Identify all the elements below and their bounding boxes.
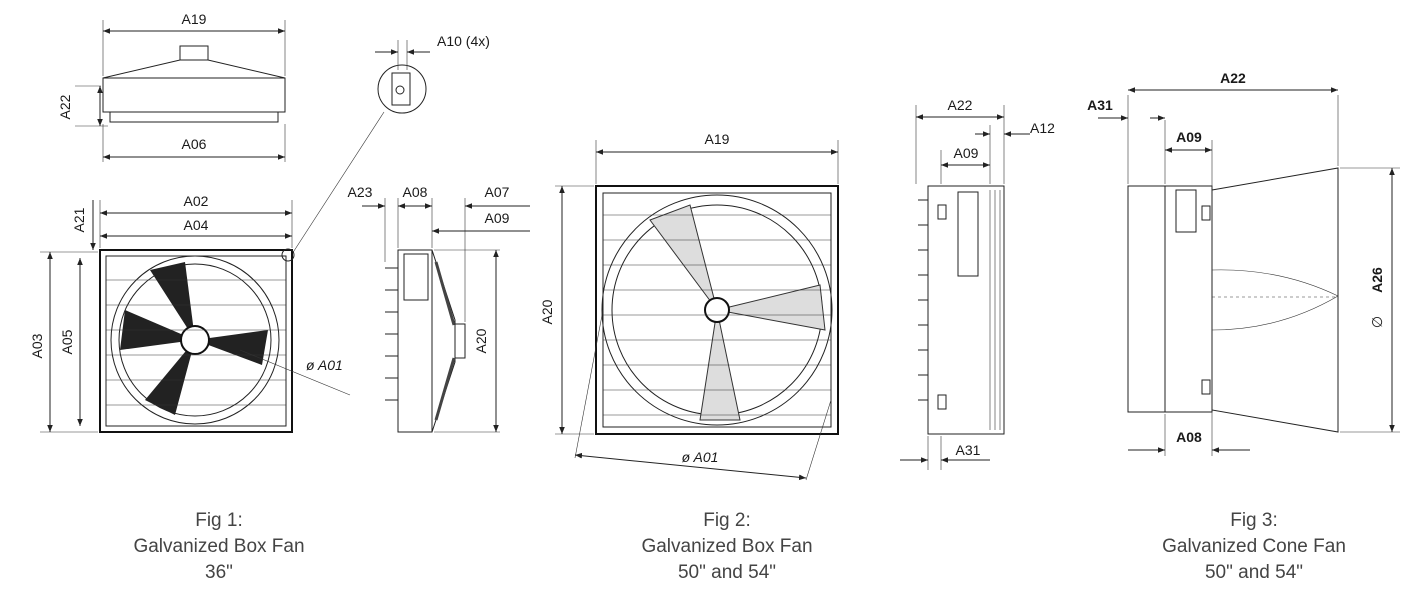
fig1-label-a09: A09 bbox=[485, 210, 510, 226]
fig1-label-outer-height: A03 bbox=[29, 333, 45, 358]
fig1-label-diameter: ø A01 bbox=[306, 357, 343, 373]
fig1-label-side-height: A20 bbox=[473, 328, 489, 353]
fig2-caption: Fig 2: Galvanized Box Fan 50" and 54" bbox=[597, 508, 857, 586]
fig2-caption-line-3: 50" and 54" bbox=[677, 562, 776, 583]
fig1-label-top-width: A19 bbox=[182, 11, 207, 27]
fig3-label-a09: A09 bbox=[1176, 129, 1202, 145]
fig3-label-diameter: A26 bbox=[1369, 267, 1385, 293]
fig3-diameter-symbol: ∅ bbox=[1369, 316, 1385, 328]
fig2-drawing: A19 A20 ø A01 bbox=[539, 97, 1055, 481]
fig1-drawing: A19 A22 A06 A10 (4x) bbox=[29, 11, 530, 433]
fig3-caption: Fig 3: Galvanized Cone Fan 50" and 54" bbox=[1124, 508, 1384, 586]
fig2-caption-line-2: Galvanized Box Fan bbox=[641, 536, 813, 557]
fig1-label-a08: A08 bbox=[403, 184, 428, 200]
fig1-label-a07: A07 bbox=[485, 184, 510, 200]
fig2-front-view: A19 A20 ø A01 bbox=[539, 131, 839, 481]
fig1-detail: A10 (4x) bbox=[291, 33, 490, 255]
fig1-caption-line-3: 36" bbox=[205, 562, 233, 583]
fig3-label-depth: A22 bbox=[1220, 70, 1246, 86]
fig2-label-a09: A09 bbox=[954, 145, 979, 161]
fig2-label-width: A19 bbox=[705, 131, 730, 147]
fig2-side-view: A22 A12 A09 A31 bbox=[900, 97, 1055, 470]
fig1-label-detail: A10 (4x) bbox=[437, 33, 490, 49]
fig3-side-view: A22 A31 A09 A08 A26 ∅ bbox=[1087, 70, 1400, 456]
fig3-drawing: A22 A31 A09 A08 A26 ∅ bbox=[1087, 70, 1400, 456]
fig1-caption-line-2: Galvanized Box Fan bbox=[133, 536, 305, 557]
fig3-caption-line-2: Galvanized Cone Fan bbox=[1162, 536, 1346, 557]
fig1-label-outer-width: A02 bbox=[184, 193, 209, 209]
fig2-label-a12: A12 bbox=[1030, 120, 1055, 136]
fig1-caption-line-1: Fig 1: bbox=[195, 510, 243, 531]
fig2-label-height: A20 bbox=[539, 299, 555, 324]
fig2-label-a31: A31 bbox=[956, 442, 981, 458]
fig1-label-inner-height: A05 bbox=[59, 329, 75, 354]
fig1-label-top-height: A22 bbox=[57, 94, 73, 119]
fig3-label-a08: A08 bbox=[1176, 429, 1202, 445]
fig1-label-inner-width: A04 bbox=[184, 217, 209, 233]
fig1-side-view: A23 A08 A07 A09 A20 bbox=[348, 184, 530, 433]
fig3-caption-line-3: 50" and 54" bbox=[1204, 562, 1303, 583]
fig1-label-top-offset: A21 bbox=[71, 207, 87, 232]
fig2-caption-line-1: Fig 2: bbox=[703, 510, 751, 531]
fig1-label-a23: A23 bbox=[348, 184, 373, 200]
fig2-label-side-depth: A22 bbox=[948, 97, 973, 113]
fig2-label-diameter: ø A01 bbox=[682, 449, 719, 465]
fig1-top-view: A19 A22 A06 bbox=[57, 11, 286, 162]
fig3-label-a31: A31 bbox=[1087, 97, 1113, 113]
fig1-front-view: A02 A04 A21 A03 A05 ø A01 bbox=[29, 193, 351, 433]
fig1-label-top-base: A06 bbox=[182, 136, 207, 152]
fig1-caption: Fig 1: Galvanized Box Fan 36" bbox=[89, 508, 349, 586]
fig3-caption-line-1: Fig 3: bbox=[1230, 510, 1278, 531]
